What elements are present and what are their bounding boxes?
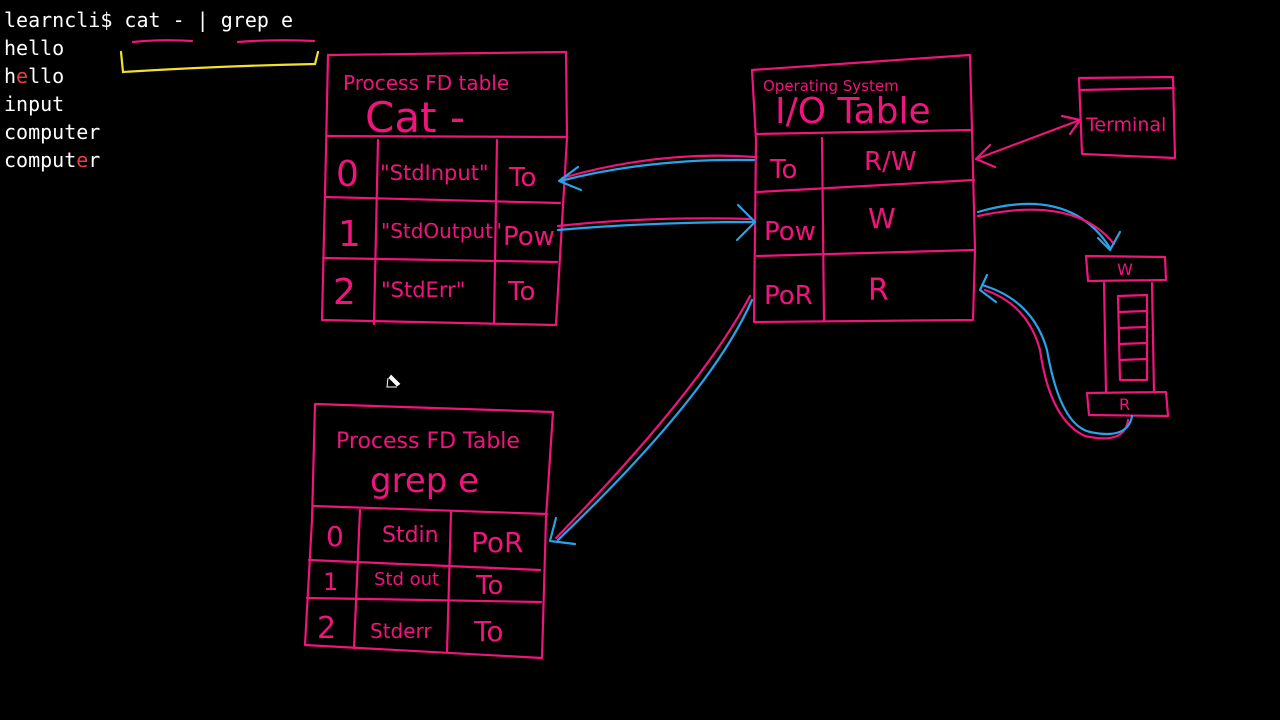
arrow-pipe-read-to-grep-stdin <box>548 294 754 546</box>
pipe-buffer: W R <box>1084 254 1170 418</box>
os-row-0-name: To <box>769 155 797 185</box>
cat-process-name: Cat - <box>365 93 465 142</box>
grep-fd-0: 0 <box>326 520 344 553</box>
grep-match: e <box>76 148 89 172</box>
terminal-line: hello <box>4 36 65 60</box>
terminal-device: Terminal <box>1077 75 1177 160</box>
cat-fd-0: 0 <box>336 154 359 195</box>
grep-table-border <box>303 402 555 660</box>
cat-fd-2: 2 <box>333 272 356 313</box>
grep-fd-2: 2 <box>317 611 336 646</box>
os-row-2-mode: R <box>868 273 889 308</box>
os-table-border <box>750 53 977 324</box>
underline-cat <box>131 39 194 44</box>
os-row-2-name: PoR <box>764 281 813 311</box>
grep-process-name: grep e <box>370 461 479 501</box>
grep-fd-table: Process FD Table grep e 0 Stdin PoR 1 St… <box>303 402 555 660</box>
grep-fd-0-name: Stdin <box>382 523 439 548</box>
os-io-table: Operating System I/O Table To R/W Pow W … <box>750 53 977 324</box>
pen-cursor-icon <box>386 373 402 388</box>
grep-fd-2-name: Stderr <box>370 619 432 643</box>
grep-fd-1-target: To <box>475 571 503 601</box>
os-table-title: I/O Table <box>775 91 931 132</box>
arrow-os-write-to-pipe <box>976 202 1122 252</box>
terminal-line: computer <box>4 148 101 172</box>
cat-fd-1-name: "StdOutput" <box>381 219 502 243</box>
grep-match: e <box>16 64 29 88</box>
arrow-cat-stdout-to-pipe-write <box>556 203 757 242</box>
cat-fd-2-target: To <box>507 277 535 307</box>
underline-grep <box>236 39 316 44</box>
terminal-prompt: learncli$ <box>4 8 125 32</box>
terminal-line: computer <box>4 120 101 144</box>
os-row-1-name: Pow <box>764 217 816 247</box>
terminal-output: learncli$ cat - | grep e hello hello inp… <box>4 6 293 174</box>
terminal-line: input <box>4 92 65 116</box>
os-table-heading: Operating System <box>763 77 899 95</box>
grep-fd-2-target: To <box>473 615 503 648</box>
grep-fd-1: 1 <box>323 568 338 596</box>
terminal-command: cat - | grep e <box>124 8 293 32</box>
terminal-line: hello <box>4 64 65 88</box>
cat-fd-1-target: Pow <box>503 222 555 252</box>
pipe-read-label: R <box>1119 395 1130 414</box>
arrow-pipe-read-to-os <box>978 273 1134 440</box>
cat-fd-0-name: "StdInput" <box>380 161 489 185</box>
cat-fd-2-name: "StdErr" <box>381 278 465 302</box>
cat-table-heading: Process FD table <box>343 71 509 95</box>
cat-fd-1: 1 <box>338 214 361 255</box>
cat-fd-table: Process FD table Cat - 0 "StdInput" To 1… <box>320 50 569 327</box>
grep-fd-1-name: Std out <box>374 569 439 590</box>
grep-fd-0-target: PoR <box>471 526 523 559</box>
terminal-box-label: Terminal <box>1085 114 1166 136</box>
terminal-command-line: learncli$ cat - | grep e <box>4 6 293 34</box>
arrow-terminal-to-os <box>974 114 1082 169</box>
arrow-os-to-cat-stdin <box>557 154 758 192</box>
grep-table-heading: Process FD Table <box>336 429 520 454</box>
pipe-write-label: W <box>1117 260 1133 279</box>
os-row-1-mode: W <box>868 202 896 235</box>
yellow-bracket <box>119 50 320 74</box>
cat-table-border <box>320 50 569 327</box>
cat-fd-0-target: To <box>508 163 536 193</box>
os-row-0-mode: R/W <box>864 147 917 177</box>
